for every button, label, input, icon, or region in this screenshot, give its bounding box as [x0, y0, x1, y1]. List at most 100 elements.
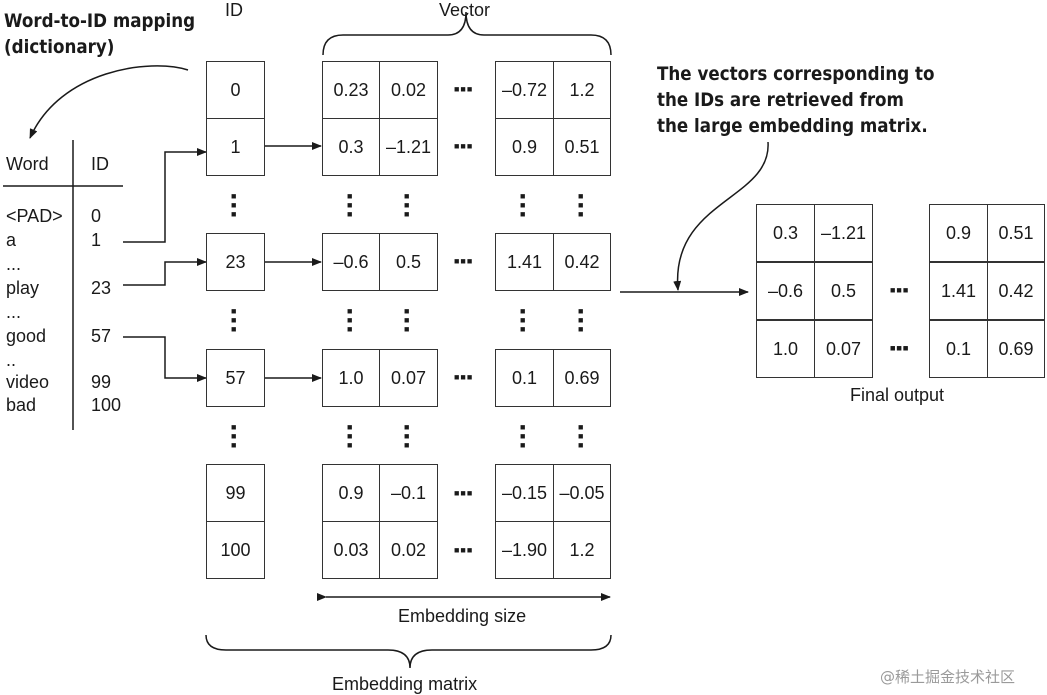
dictionary-word: ... [6, 302, 22, 322]
vector-cell: 1.0 [322, 349, 380, 407]
final-output-cell: 0.5 [814, 262, 873, 320]
vertical-ellipsis: ■■■ [520, 191, 526, 219]
mapping-title-line-2: (dictionary) [4, 36, 115, 58]
horizontal-ellipsis: ■■■ [454, 488, 474, 498]
id-cell: 100 [206, 521, 265, 579]
retrieval-note-line-1: The vectors corresponding to [657, 63, 935, 85]
vector-cell: 0.69 [553, 349, 611, 407]
vertical-ellipsis: ■■■ [347, 191, 353, 219]
vector-cell: 0.42 [553, 233, 611, 291]
vertical-ellipsis: ■■■ [520, 422, 526, 450]
final-output-cell: 0.07 [814, 320, 873, 378]
horizontal-ellipsis: ■■■ [454, 256, 474, 266]
vertical-ellipsis: ■■■ [578, 422, 584, 450]
vector-cell: 0.02 [379, 521, 438, 579]
dictionary-word: a [6, 230, 17, 250]
dictionary-word: video [6, 372, 50, 392]
embedding-matrix-brace [205, 634, 612, 669]
mapping-pointer-arrow [29, 65, 189, 139]
retrieval-note-pointer [673, 141, 769, 291]
vector-cell: –1.21 [379, 118, 438, 176]
final-output-cell: 0.3 [756, 204, 815, 262]
final-output-cell: 1.41 [929, 262, 988, 320]
horizontal-ellipsis: ■■■ [890, 343, 910, 353]
dictionary-id: 99 [91, 372, 112, 392]
dictionary-id: 0 [91, 206, 102, 226]
final-output-cell: 0.9 [929, 204, 988, 262]
embedding-matrix-label: Embedding matrix [332, 674, 478, 694]
final-output-cell: 0.42 [987, 262, 1045, 320]
vector-cell: 0.51 [553, 118, 611, 176]
arrow-id-23 [123, 258, 207, 286]
embedding-size-label: Embedding size [398, 606, 527, 626]
vector-cell: –0.1 [379, 464, 438, 522]
vertical-ellipsis: ■■■ [578, 306, 584, 334]
vector-cell: –0.05 [553, 464, 611, 522]
vertical-ellipsis: ■■■ [231, 306, 237, 334]
dictionary-word: .. [6, 350, 17, 370]
vertical-ellipsis: ■■■ [231, 191, 237, 219]
horizontal-ellipsis: ■■■ [454, 545, 474, 555]
vector-cell: –0.15 [495, 464, 554, 522]
final-output-cell: –0.6 [756, 262, 815, 320]
vector-header: Vector [439, 0, 491, 20]
dictionary-word: play [6, 278, 40, 298]
vector-cell: 1.2 [553, 521, 611, 579]
vector-cell: –0.6 [322, 233, 380, 291]
final-output-cell: 0.1 [929, 320, 988, 378]
vector-cell: 0.3 [322, 118, 380, 176]
vertical-ellipsis: ■■■ [231, 422, 237, 450]
vector-cell: 0.02 [379, 61, 438, 119]
id-cell: 1 [206, 118, 265, 176]
vertical-ellipsis: ■■■ [404, 191, 410, 219]
horizontal-ellipsis: ■■■ [890, 285, 910, 295]
dictionary-id: 1 [91, 230, 102, 250]
dictionary-word: good [6, 326, 47, 346]
horizontal-ellipsis: ■■■ [454, 141, 474, 151]
retrieval-note-line-3: the large embedding matrix. [657, 115, 928, 137]
dictionary-id: 57 [91, 326, 112, 346]
id-cell: 57 [206, 349, 265, 407]
retrieval-note-line-2: the IDs are retrieved from [657, 89, 904, 111]
mapping-title-line-1: Word-to-ID mapping [4, 10, 196, 32]
watermark: @稀土掘金技术社区 [880, 668, 1016, 686]
vertical-ellipsis: ■■■ [520, 306, 526, 334]
dictionary-id: 100 [91, 395, 122, 415]
arrow-id-1 [123, 148, 207, 243]
id-cell: 23 [206, 233, 265, 291]
final-output-cell: 0.69 [987, 320, 1045, 378]
dictionary-header-id: ID [91, 154, 109, 174]
vector-brace [322, 11, 612, 56]
vertical-ellipsis: ■■■ [404, 422, 410, 450]
vector-cell: –1.90 [495, 521, 554, 579]
id-cell: 0 [206, 61, 265, 119]
dictionary-id: 23 [91, 278, 112, 298]
vector-cell: 0.03 [322, 521, 380, 579]
dictionary-word: <PAD> [6, 206, 63, 226]
vector-cell: 0.5 [379, 233, 438, 291]
horizontal-ellipsis: ■■■ [454, 84, 474, 94]
mapping-title: Word-to-ID mapping (dictionary) [4, 8, 195, 60]
id-cell: 99 [206, 464, 265, 522]
vertical-ellipsis: ■■■ [347, 306, 353, 334]
final-output-cell: 0.51 [987, 204, 1045, 262]
final-output-label: Final output [850, 385, 945, 405]
vector-cell: 0.9 [495, 118, 554, 176]
final-output-cell: –1.21 [814, 204, 873, 262]
id-column-header: ID [225, 0, 243, 20]
vertical-ellipsis: ■■■ [578, 191, 584, 219]
dictionary-word: bad [6, 395, 37, 415]
vector-cell: 1.2 [553, 61, 611, 119]
vector-cell: 0.1 [495, 349, 554, 407]
arrow-id-57 [123, 336, 207, 382]
vector-cell: 1.41 [495, 233, 554, 291]
final-output-cell: 1.0 [756, 320, 815, 378]
vector-cell: –0.72 [495, 61, 554, 119]
dictionary-word: ... [6, 254, 22, 274]
dictionary-header-word: Word [6, 154, 49, 174]
retrieval-note: The vectors corresponding to the IDs are… [657, 61, 935, 139]
vertical-ellipsis: ■■■ [347, 422, 353, 450]
vector-cell: 0.23 [322, 61, 380, 119]
